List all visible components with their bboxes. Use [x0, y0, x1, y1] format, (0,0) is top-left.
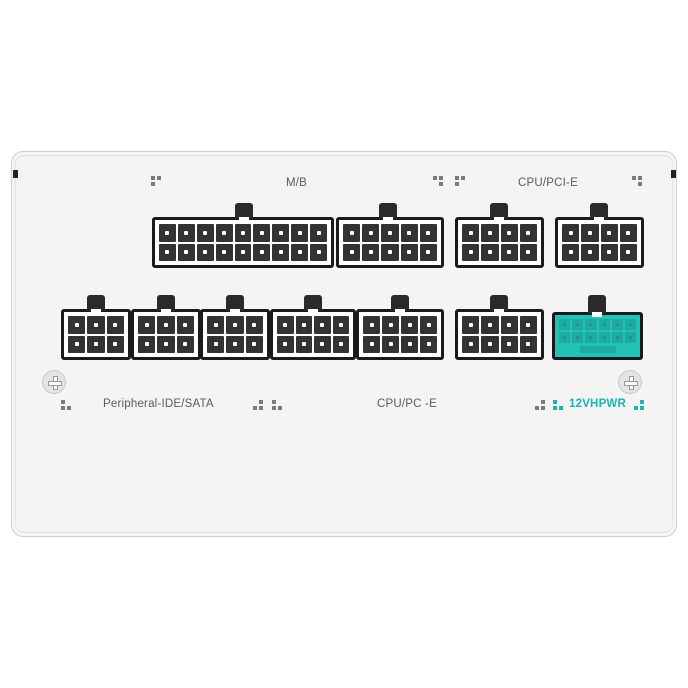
connector-cpu-pcie-8pin[interactable] [356, 295, 444, 360]
latch [157, 295, 175, 314]
dots-marker-icon [634, 400, 644, 410]
connector-peripheral-6pin[interactable] [61, 295, 131, 360]
latch [379, 203, 397, 222]
panel-tab-mark [13, 170, 18, 178]
sense-pins [580, 346, 616, 353]
latch [490, 295, 508, 314]
dots-marker-icon [433, 176, 443, 186]
latch [588, 295, 606, 317]
label-peripheral: Peripheral-IDE/SATA [103, 398, 214, 410]
connector-cpu-pcie-8pin[interactable] [455, 203, 544, 268]
panel-border [15, 155, 673, 533]
connector-12vhpwr[interactable] [552, 295, 643, 360]
label-cpu-pcie-bottom: CPU/PC -E [377, 398, 437, 410]
latch [391, 295, 409, 314]
latch [590, 203, 608, 222]
dots-marker-icon [272, 400, 282, 410]
dots-marker-icon [253, 400, 263, 410]
connector-cpu-pcie-8pin[interactable] [555, 203, 644, 268]
connector-mb-18pin[interactable] [152, 203, 334, 268]
connector-cpu-pcie-8pin[interactable] [270, 295, 356, 360]
panel-tab-mark [671, 170, 676, 178]
dots-marker-icon [455, 176, 465, 186]
latch [490, 203, 508, 222]
latch [226, 295, 244, 314]
connector-peripheral-6pin[interactable] [131, 295, 201, 360]
latch [87, 295, 105, 314]
latch [304, 295, 322, 314]
connector-peripheral-6pin[interactable] [200, 295, 270, 360]
connector-mb-10pin[interactable] [336, 203, 444, 268]
label-cpu-pcie-top: CPU/PCI-E [518, 177, 578, 189]
label-12vhpwr: 12VHPWR [569, 398, 626, 410]
dots-marker-icon [151, 176, 161, 186]
latch [235, 203, 253, 222]
dots-marker-icon [61, 400, 71, 410]
screw-icon [618, 370, 642, 394]
screw-icon [42, 370, 66, 394]
dots-marker-icon [632, 176, 642, 186]
dots-marker-icon [535, 400, 545, 410]
connector-cpu-pcie-8pin[interactable] [455, 295, 544, 360]
label-mb: M/B [286, 177, 308, 189]
dots-marker-icon [553, 400, 563, 410]
